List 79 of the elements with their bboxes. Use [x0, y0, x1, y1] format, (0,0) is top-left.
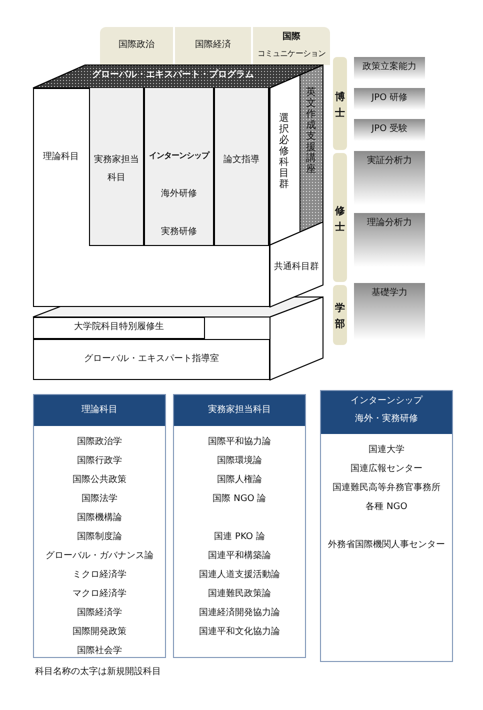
list-item: 国連広報センター	[350, 462, 424, 475]
tab-title: 国際	[282, 32, 302, 43]
course-list-panel	[320, 390, 453, 662]
list-item: 国連難民高等弁務官事務所	[332, 482, 442, 494]
list-item: 国際社会学	[76, 644, 123, 657]
column-label: 海外研修	[160, 189, 198, 200]
list-item: マクロ経済学	[72, 588, 128, 600]
course-column	[144, 88, 214, 246]
header-text: 実務家担当科目	[207, 405, 272, 416]
column-label: 論文指導	[222, 154, 260, 167]
skill-box	[354, 283, 425, 340]
course-column	[214, 88, 269, 246]
list-item: 国連平和文化協力論	[198, 626, 281, 638]
course-list-panel	[33, 394, 166, 658]
tab	[175, 27, 253, 65]
list-item: 国連難民政策論	[207, 588, 272, 600]
skill-box	[354, 57, 425, 80]
vertical-label: 博士	[335, 90, 345, 120]
vertical-label: 学部	[335, 302, 345, 332]
degree-band	[333, 285, 347, 345]
list-item: 国連 PKO 論	[213, 530, 266, 543]
vertical-label: 英文作成支援講座	[306, 87, 316, 175]
skill-label: 基礎学力	[370, 288, 408, 299]
list-item: 外務省国際機関人事センター	[327, 538, 446, 551]
header-text: 海外・実務研修	[354, 414, 419, 425]
skill-label: 理論分析力	[366, 218, 413, 229]
list-item: 国際 NGO 論	[212, 492, 268, 505]
list-item: 国際開発政策	[72, 626, 128, 638]
skill-label: JPO 受験	[370, 124, 409, 135]
course-list-panel	[173, 394, 306, 658]
list-item: 国際制度論	[76, 530, 123, 543]
group-label: 共通科目群	[273, 262, 320, 273]
list-item: 国際公共政策	[72, 474, 128, 486]
skill-box	[354, 151, 425, 205]
degree-band	[333, 153, 347, 282]
list-item: ミクロ経済学	[72, 568, 128, 581]
list-item: 国際機構論	[76, 512, 123, 524]
skill-label: 実証分析力	[366, 156, 413, 167]
list-item: 国際環境論	[216, 454, 263, 467]
tab	[100, 27, 175, 65]
list-item: 国際人権論	[216, 474, 263, 486]
column-label: インターンシップ	[148, 151, 211, 161]
list-item: 各種 NGO	[364, 500, 408, 513]
column-label: 実務家担当科目	[94, 154, 139, 185]
skill-box	[354, 119, 425, 141]
skill-label: 政策立案能力	[362, 62, 418, 73]
header-text: 理論科目	[80, 405, 118, 416]
list-item: 国際政治学	[76, 436, 123, 448]
list-item: 国連人道支援活動論	[198, 568, 281, 581]
column-label: 実務研修	[160, 227, 198, 238]
list-item: 国連経済開発協力論	[198, 606, 281, 619]
base-slab	[33, 317, 205, 339]
tab	[253, 27, 330, 65]
course-column	[89, 88, 144, 246]
block-side-panel	[270, 75, 300, 245]
column-label: 理論科目	[42, 152, 80, 163]
tab-title: 国際経済	[194, 40, 232, 51]
tab-title: 国際政治	[118, 40, 156, 51]
vertical-label: 修士	[335, 204, 345, 234]
list-item: 国連大学	[368, 444, 406, 456]
list-item: 国際経済学	[76, 606, 123, 619]
block-side-panel	[270, 222, 323, 307]
dotted-side-stripe	[300, 65, 323, 232]
header-text: インターンシップ	[350, 396, 424, 407]
tab-title: コミュニケーション	[256, 49, 327, 59]
list-item: 国連平和構築論	[207, 550, 272, 562]
degree-band	[333, 57, 347, 150]
list-item: 国際法学	[80, 492, 118, 505]
skill-box	[354, 88, 425, 110]
vertical-label: 選択必修科目群	[279, 113, 289, 190]
skill-label: JPO 研修	[370, 93, 409, 104]
program-title: グローバル・エキスパート・プログラム	[91, 70, 255, 81]
list-item: グローバル・ガバナンス論	[44, 550, 154, 562]
footnote: 科目名称の太字は新規開設科目	[35, 667, 161, 678]
slab-label: 大学院科目特別履修生	[73, 322, 165, 333]
list-item: 国際平和協力論	[207, 436, 272, 448]
list-item: 国際行政学	[76, 454, 123, 467]
slab-label: グローバル・エキスパート指導室	[83, 354, 220, 364]
skill-box	[354, 213, 425, 267]
